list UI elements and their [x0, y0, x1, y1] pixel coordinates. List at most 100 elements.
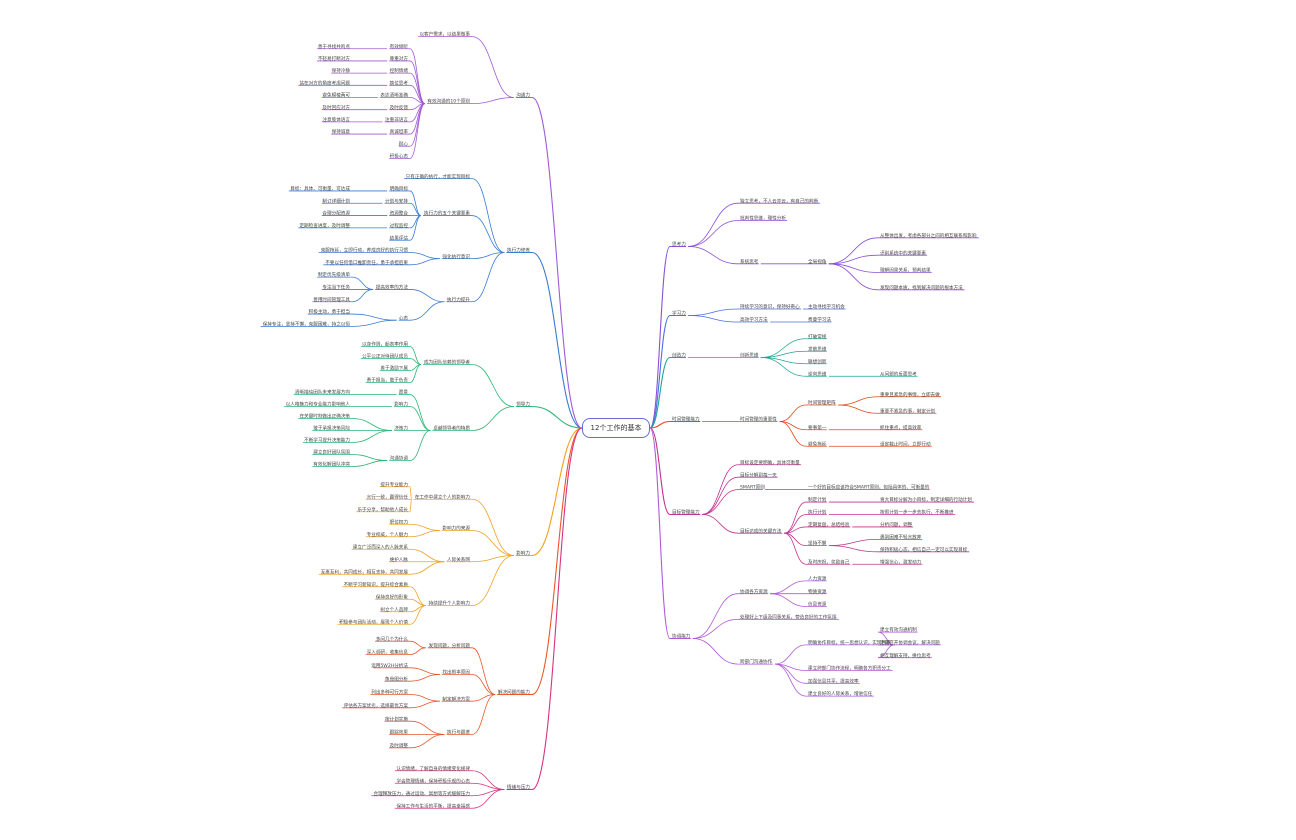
branch-node[interactable]: 思考力: [672, 241, 686, 248]
topic-node[interactable]: 高效学习方法: [740, 316, 768, 323]
topic-node[interactable]: 学会管理情绪，保持积极乐观的心态: [396, 777, 470, 784]
topic-node[interactable]: 定期复盘，总结经验: [808, 521, 850, 528]
topic-node[interactable]: 积极心态: [390, 153, 409, 160]
topic-node[interactable]: 认识情绪，了解自身的情绪变化规律: [396, 765, 470, 772]
topic-node[interactable]: 创新思维: [740, 352, 759, 359]
topic-node[interactable]: 加强信息共享，提高效率: [808, 677, 859, 684]
topic-node[interactable]: 坚持不懈: [808, 540, 827, 547]
topic-node[interactable]: 在工作中建立个人的影响力: [415, 493, 471, 500]
topic-node[interactable]: 卓越领导者的特质: [433, 425, 470, 432]
topic-node[interactable]: 专注当下任务: [322, 284, 350, 291]
topic-node[interactable]: 影响力的来源: [442, 525, 470, 532]
topic-node[interactable]: 言行一致，赢得信任: [367, 493, 409, 500]
topic-node[interactable]: 积极参与团队活动，展现个人价值: [339, 618, 408, 625]
branch-node[interactable]: 领导力: [516, 401, 530, 408]
topic-node[interactable]: 逆向思维: [808, 370, 827, 377]
topic-node[interactable]: 计划与安排: [385, 197, 408, 204]
mind-map-root-node[interactable]: 12个工作的基本: [582, 418, 650, 438]
topic-node[interactable]: 人力资源: [808, 575, 827, 582]
topic-node[interactable]: 重要不紧急的事，制定计划: [880, 407, 936, 414]
topic-node[interactable]: 运用5W2H分析法: [371, 662, 408, 669]
topic-node[interactable]: 强化执行意识: [442, 253, 470, 260]
topic-node[interactable]: 建立跨部门协作流程，明确各方职责分工: [808, 665, 891, 672]
topic-node[interactable]: 清晰描绘团队未来发展方向: [295, 389, 351, 396]
topic-node[interactable]: 不轻易打断对方: [318, 55, 351, 62]
branch-node[interactable]: 协调能力: [672, 633, 691, 640]
topic-node[interactable]: 及时庆祝，奖励自己: [808, 558, 850, 565]
topic-node[interactable]: 以身作则，起表率作用: [362, 341, 408, 348]
topic-node[interactable]: 持续提升个人影响力: [429, 600, 471, 607]
topic-node[interactable]: 系统思考: [740, 258, 759, 265]
branch-node[interactable]: 学习力: [672, 310, 686, 317]
topic-node[interactable]: 相互理解支持，换位思考: [880, 652, 931, 659]
topic-node[interactable]: 联想创新: [808, 358, 827, 365]
topic-node[interactable]: 信息资源: [808, 601, 827, 608]
topic-node[interactable]: 全局视角: [808, 258, 827, 265]
topic-node[interactable]: 识别系统中的关键要素: [880, 249, 926, 256]
topic-node[interactable]: 注意肢体语言: [322, 116, 350, 123]
topic-node[interactable]: 决策力: [394, 425, 408, 432]
topic-node[interactable]: 提升专业能力: [380, 481, 408, 488]
topic-node[interactable]: 分析问题，调整: [880, 521, 913, 528]
topic-node[interactable]: 影响力: [394, 401, 408, 408]
topic-node[interactable]: 多问几个为什么: [376, 635, 409, 642]
topic-node[interactable]: 明确协作目标，统一思想认识，实现共赢: [808, 639, 891, 646]
topic-node[interactable]: 批判性思维，理性分析: [740, 215, 786, 222]
topic-node[interactable]: 勇于担当，敢于负责: [367, 377, 409, 384]
topic-node[interactable]: 时间管理的重要性: [740, 416, 777, 423]
branch-node[interactable]: 时间管理能力: [672, 416, 700, 423]
branch-node[interactable]: 情绪与压力: [507, 784, 530, 791]
topic-node[interactable]: 避免拖延: [808, 440, 827, 447]
topic-node[interactable]: 善于激励下属: [380, 365, 408, 372]
topic-node[interactable]: 独立思考，不人云亦云，有自己的判断: [740, 197, 819, 204]
topic-node[interactable]: 目标设定要明确，具体可衡量: [740, 459, 800, 466]
topic-node[interactable]: 树立个人品牌: [380, 606, 408, 613]
topic-node[interactable]: 以客户需求，以结果做事: [419, 31, 470, 38]
topic-node[interactable]: 发散思维: [808, 345, 827, 352]
branch-node[interactable]: 沟通力: [516, 92, 530, 99]
topic-node[interactable]: 定期召开协调会议，解决问题: [880, 639, 940, 646]
topic-node[interactable]: 真诚坦率: [390, 128, 409, 135]
topic-node[interactable]: 按计划实施: [385, 715, 408, 722]
topic-node[interactable]: 列出多种可行方案: [371, 689, 408, 696]
topic-node[interactable]: 保持积极心态，相信自己一定可以实现目标: [880, 546, 968, 553]
topic-node[interactable]: 成为团队信赖的领导者: [424, 359, 470, 366]
topic-node[interactable]: 保持冷静: [332, 67, 351, 74]
topic-node[interactable]: 合理分配资源: [322, 210, 350, 217]
topic-node[interactable]: 有效化解团队冲突: [313, 461, 350, 468]
topic-node[interactable]: 耐心: [399, 140, 409, 147]
topic-node[interactable]: 制定优先级清单: [318, 271, 351, 278]
topic-node[interactable]: 维护人脉: [390, 556, 409, 563]
topic-node[interactable]: SMART原则: [740, 484, 765, 491]
topic-node[interactable]: 沟通协调: [390, 455, 409, 462]
topic-node[interactable]: 发现问题本质，找到解决问题的根本方法: [880, 284, 963, 291]
topic-node[interactable]: 要事第一: [808, 424, 827, 431]
topic-node[interactable]: 鱼骨图分析: [385, 675, 408, 682]
topic-node[interactable]: 有效沟通的10个原则: [427, 98, 470, 105]
topic-node[interactable]: 保持诚意: [332, 128, 351, 135]
topic-node[interactable]: 敢于承担决策风险: [313, 425, 350, 432]
topic-node[interactable]: 不要以任何借口推卸责任，勇于承担后果: [325, 259, 408, 266]
topic-node[interactable]: 愿景: [399, 390, 409, 396]
topic-node[interactable]: 建立有效沟通机制: [880, 626, 917, 633]
topic-node[interactable]: 物质资源: [808, 588, 827, 595]
topic-node[interactable]: 目标达成的关键方法: [740, 527, 782, 534]
branch-node[interactable]: 目标管理能力: [672, 509, 700, 516]
topic-node[interactable]: 有效倾听: [390, 43, 409, 50]
topic-node[interactable]: 增强信心，激发动力: [880, 558, 922, 565]
topic-node[interactable]: 不断学习提升决策能力: [304, 437, 350, 444]
branch-node[interactable]: 影响力: [516, 550, 530, 557]
topic-node[interactable]: 尊重对方: [390, 55, 409, 62]
topic-node[interactable]: 结果评估: [390, 234, 409, 241]
topic-node[interactable]: 时间管理矩阵: [808, 399, 836, 406]
topic-node[interactable]: 控制情绪: [390, 67, 409, 74]
topic-node[interactable]: 站在对方的角度考虑问题: [299, 79, 350, 86]
topic-node[interactable]: 人际关系网: [447, 556, 470, 563]
topic-node[interactable]: 评估各方案优劣，选择最优方案: [344, 702, 409, 709]
topic-node[interactable]: 发现问题，分析问题: [429, 642, 471, 649]
topic-node[interactable]: 建立良好的人际关系，增进信任: [808, 690, 873, 697]
topic-node[interactable]: 以人格魅力和专业能力影响他人: [286, 401, 351, 408]
topic-node[interactable]: 处理好上下级及同事关系，营造良好的工作氛围: [740, 613, 837, 620]
topic-node[interactable]: 善用时间管理工具: [313, 296, 350, 303]
topic-node[interactable]: 一个好的目标应该符合SMART原则，包括具体的、可衡量的: [808, 484, 930, 491]
